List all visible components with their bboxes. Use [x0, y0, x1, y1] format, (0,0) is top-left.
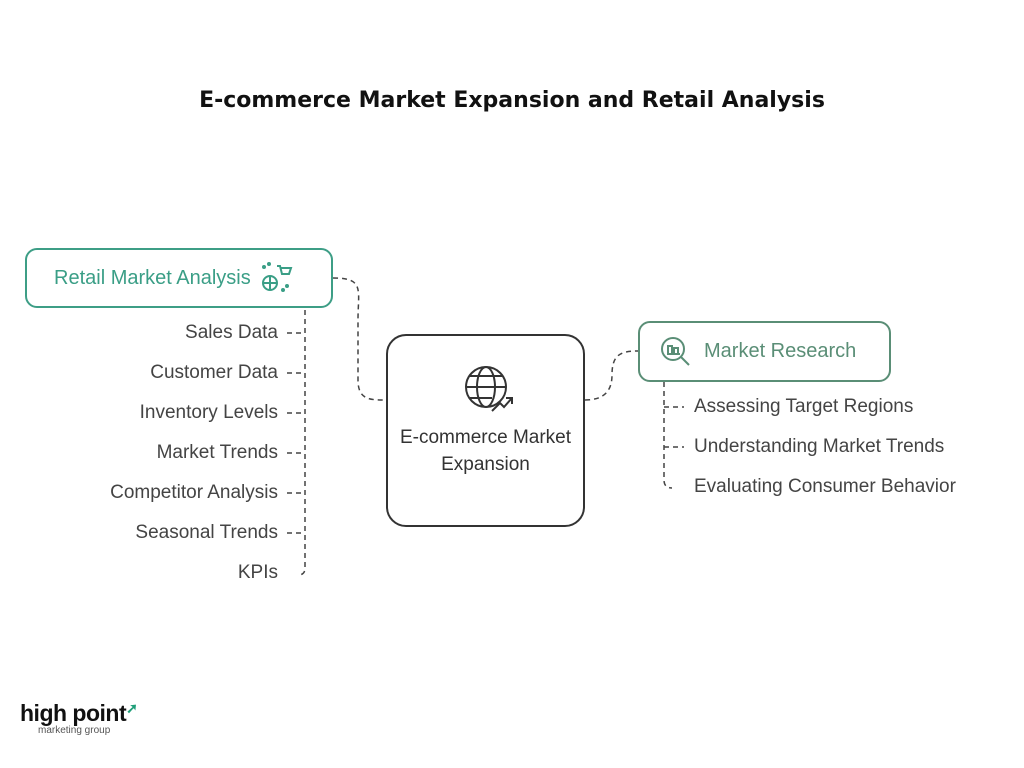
research-spine — [663, 382, 673, 489]
connector-center-research — [584, 350, 639, 401]
retail-label: Retail Market Analysis — [54, 266, 251, 289]
retail-item: Inventory Levels — [139, 402, 278, 423]
retail-item: Competitor Analysis — [110, 482, 278, 503]
logo-main-text: high point — [20, 700, 127, 726]
logo-sub-text: marketing group — [38, 725, 111, 736]
research-item: Assessing Target Regions — [694, 396, 914, 417]
ecommerce-market-expansion-node[interactable]: E-commerce Market Expansion — [386, 334, 585, 527]
high-point-logo: high point➚ marketing group — [20, 700, 138, 736]
logo-arrow-icon: ➚ — [126, 700, 138, 716]
retail-cart-icon — [261, 262, 293, 292]
retail-item: Sales Data — [185, 322, 278, 343]
diagram-title: E-commerce Market Expansion and Retail A… — [199, 88, 825, 113]
retail-market-analysis-node[interactable]: Retail Market Analysis — [25, 248, 333, 308]
retail-spine — [297, 310, 306, 576]
market-research-node[interactable]: Market Research — [638, 321, 891, 382]
retail-item: Seasonal Trends — [135, 522, 278, 543]
retail-item: Market Trends — [156, 442, 278, 463]
magnify-chart-icon — [661, 336, 690, 366]
center-label: E-commerce Market Expansion — [399, 427, 572, 475]
globe-growth-icon — [465, 366, 513, 412]
research-label: Market Research — [704, 340, 857, 362]
retail-item: Customer Data — [150, 362, 278, 383]
research-item: Understanding Market Trends — [694, 436, 945, 457]
connector-retail-center — [332, 277, 387, 401]
retail-item: KPIs — [237, 562, 278, 583]
research-item: Evaluating Consumer Behavior — [694, 476, 956, 497]
